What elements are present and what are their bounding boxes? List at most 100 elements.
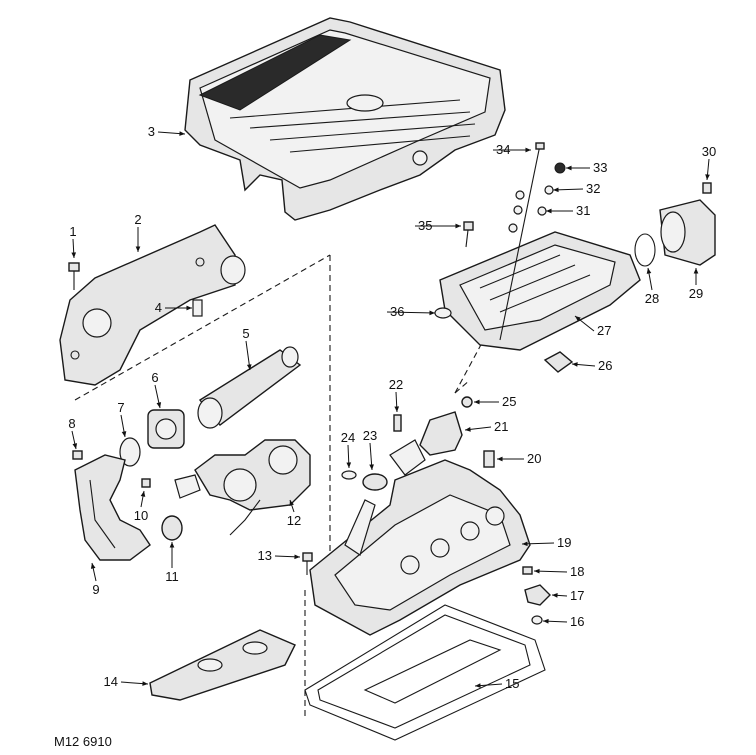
callout-label-24: 24 bbox=[341, 430, 355, 445]
manifold-stud bbox=[499, 142, 545, 341]
callout-label-19: 19 bbox=[557, 535, 571, 550]
callout-arrow-13 bbox=[294, 554, 300, 560]
callout-arrow-21 bbox=[465, 427, 471, 432]
callout-arrow-3 bbox=[179, 131, 185, 136]
turbocharger bbox=[174, 439, 311, 536]
intake-pipe bbox=[74, 454, 151, 561]
engine-cover bbox=[184, 17, 506, 221]
reference-code: M12 6910 bbox=[54, 734, 112, 749]
oil-separator bbox=[419, 411, 463, 456]
callout-label-30: 30 bbox=[702, 144, 716, 159]
turbo-heat-shield bbox=[59, 224, 246, 386]
floor-heat-plate bbox=[149, 629, 296, 701]
callout-label-15: 15 bbox=[505, 676, 519, 691]
callout-arrow-27 bbox=[575, 316, 581, 322]
manifold-port-seal bbox=[434, 307, 452, 319]
callout-label-26: 26 bbox=[598, 358, 612, 373]
callout-arrow-31 bbox=[546, 208, 552, 214]
callout-label-9: 9 bbox=[92, 582, 99, 597]
callout-arrow-6 bbox=[156, 402, 162, 408]
callout-arrow-7 bbox=[121, 431, 127, 437]
callout-arrow-10 bbox=[140, 491, 146, 497]
heat-shield-bolt bbox=[68, 262, 80, 290]
pipe-bolt bbox=[141, 478, 151, 488]
callout-label-12: 12 bbox=[287, 513, 301, 528]
callout-label-3: 3 bbox=[148, 124, 155, 139]
callout-label-5: 5 bbox=[242, 326, 249, 341]
throttle-o-ring bbox=[634, 233, 656, 267]
callout-label-23: 23 bbox=[363, 428, 377, 443]
callout-arrow-32 bbox=[553, 187, 559, 193]
callout-arrow-5 bbox=[246, 364, 252, 370]
manifold-lower-seal bbox=[461, 396, 473, 408]
callout-arrow-22 bbox=[394, 406, 400, 412]
callout-label-20: 20 bbox=[527, 451, 541, 466]
callout-label-1: 1 bbox=[69, 224, 76, 239]
oil-filler-cap bbox=[362, 439, 426, 491]
cam-sensor bbox=[524, 584, 551, 606]
intake-hose bbox=[197, 346, 302, 429]
callout-label-35: 35 bbox=[418, 218, 432, 233]
callout-arrow-35 bbox=[455, 223, 461, 229]
throttle-screw bbox=[702, 182, 712, 194]
callout-label-17: 17 bbox=[570, 588, 584, 603]
callout-label-32: 32 bbox=[586, 181, 600, 196]
callout-label-21: 21 bbox=[494, 419, 508, 434]
callout-arrow-24 bbox=[346, 462, 352, 468]
callout-arrow-8 bbox=[72, 443, 78, 449]
pipe-grommet bbox=[161, 515, 183, 541]
callout-label-36: 36 bbox=[390, 304, 404, 319]
callout-label-25: 25 bbox=[502, 394, 516, 409]
callout-arrow-29 bbox=[693, 268, 699, 274]
flange-bolt bbox=[72, 450, 83, 460]
intake-manifold bbox=[439, 231, 641, 351]
callout-label-4: 4 bbox=[155, 300, 162, 315]
separator-bolt bbox=[393, 414, 402, 432]
callout-arrow-11 bbox=[169, 542, 175, 548]
sensor-washer bbox=[531, 615, 543, 625]
callout-arrow-4 bbox=[186, 305, 192, 311]
cam-cover-gasket bbox=[304, 604, 546, 741]
callout-arrow-30 bbox=[705, 174, 710, 180]
callout-label-2: 2 bbox=[134, 212, 141, 227]
callout-label-13: 13 bbox=[258, 548, 272, 563]
flange-seal bbox=[119, 437, 141, 467]
callout-arrow-36 bbox=[429, 310, 435, 316]
callout-label-14: 14 bbox=[104, 674, 118, 689]
callout-label-16: 16 bbox=[570, 614, 584, 629]
callout-label-10: 10 bbox=[134, 508, 148, 523]
heat-shield-stud bbox=[192, 299, 203, 317]
callout-arrow-9 bbox=[90, 563, 96, 569]
camshaft-cover bbox=[309, 459, 531, 636]
manifold-washer-upper bbox=[513, 185, 554, 215]
manifold-gasket bbox=[543, 351, 574, 373]
callout-arrow-33 bbox=[566, 165, 572, 171]
manifold-bolt bbox=[463, 221, 474, 248]
callout-label-22: 22 bbox=[389, 377, 403, 392]
callout-arrow-26 bbox=[572, 362, 578, 367]
callout-label-34: 34 bbox=[496, 142, 510, 157]
sensor-bolt bbox=[522, 566, 533, 575]
callout-arrow-14 bbox=[142, 681, 148, 686]
callout-label-29: 29 bbox=[689, 286, 703, 301]
callout-label-27: 27 bbox=[597, 323, 611, 338]
callout-label-31: 31 bbox=[576, 203, 590, 218]
callout-label-7: 7 bbox=[117, 400, 124, 415]
callout-arrow-17 bbox=[552, 593, 558, 598]
callout-arrow-16 bbox=[543, 618, 549, 624]
callout-arrow-20 bbox=[497, 456, 503, 462]
manifold-seal bbox=[515, 162, 566, 200]
callout-label-8: 8 bbox=[68, 416, 75, 431]
callout-label-33: 33 bbox=[593, 160, 607, 175]
callout-label-28: 28 bbox=[645, 291, 659, 306]
cam-cover-bolt bbox=[302, 552, 313, 575]
temperature-sensor bbox=[483, 450, 495, 468]
callout-label-11: 11 bbox=[165, 569, 179, 584]
callout-label-18: 18 bbox=[570, 564, 584, 579]
filler-seal bbox=[341, 470, 357, 480]
callout-arrow-19 bbox=[522, 541, 528, 547]
callout-leader-36 bbox=[386, 311, 436, 314]
callout-arrow-12 bbox=[289, 500, 294, 506]
